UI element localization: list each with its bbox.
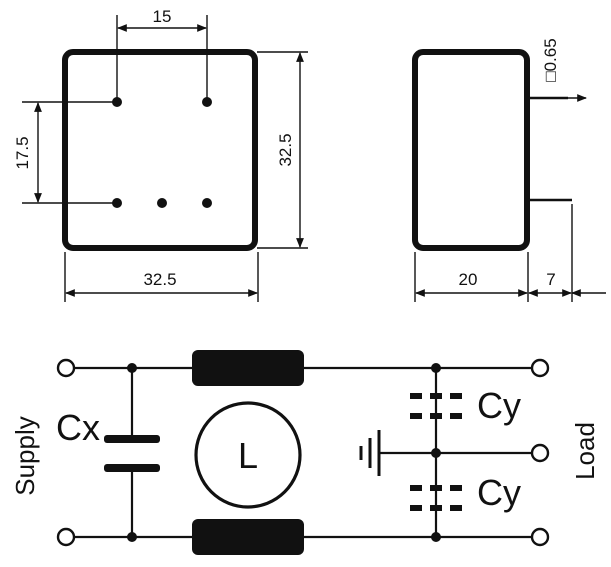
pin-bottom-mid <box>157 198 167 208</box>
dim-row-spacing <box>22 101 113 204</box>
cx-capacitor <box>104 435 160 472</box>
choke-winding-top <box>192 350 304 386</box>
side-view-pins <box>528 96 572 202</box>
schematic-junctions <box>127 363 441 542</box>
pin-bottom-right <box>202 198 212 208</box>
dim-pin-length-label: 7 <box>546 270 555 289</box>
pin-bottom-left <box>112 198 122 208</box>
top-view: 15 17.5 32.5 32.5 <box>13 7 308 302</box>
top-view-body <box>62 49 258 251</box>
dim-width <box>64 252 259 302</box>
cy-top-label: Cy <box>477 385 521 426</box>
dim-depth-label: 20 <box>459 270 478 289</box>
cy-bottom-label: Cy <box>477 472 521 513</box>
dim-pin-spacing <box>116 15 208 98</box>
cy-capacitor-top <box>410 393 462 419</box>
pin-top-right <box>202 97 212 107</box>
dim-pin-spacing-label: 15 <box>153 7 172 26</box>
choke-winding-bottom <box>192 519 304 555</box>
terminal-load-bottom <box>530 527 550 547</box>
pin-size-label: □0.65 <box>541 38 560 81</box>
ground-icon <box>359 430 381 476</box>
side-view: □0.65 20 7 <box>412 38 606 302</box>
dim-row-spacing-label: 17.5 <box>13 136 32 169</box>
dim-width-label: 32.5 <box>143 270 176 289</box>
load-label: Load <box>570 422 600 480</box>
schematic-terminals <box>56 358 550 547</box>
dim-height-label: 32.5 <box>276 133 295 166</box>
cy-capacitor-bottom <box>410 485 462 511</box>
terminal-supply-top <box>56 358 76 378</box>
terminal-supply-bottom <box>56 527 76 547</box>
dim-height <box>257 51 308 249</box>
inductor-label: L <box>238 435 258 476</box>
schematic-wires <box>74 366 532 539</box>
side-view-body <box>412 49 530 251</box>
supply-label: Supply <box>10 416 40 496</box>
terminal-load-top <box>530 358 550 378</box>
pin-top-left <box>112 97 122 107</box>
inductor-symbol <box>194 401 302 509</box>
dim-depth <box>414 204 606 302</box>
schematic: L Cx Cy Cy Supply Load <box>10 350 600 555</box>
terminal-load-ground <box>530 443 550 463</box>
top-view-pins <box>112 97 212 208</box>
cx-label: Cx <box>56 407 100 448</box>
